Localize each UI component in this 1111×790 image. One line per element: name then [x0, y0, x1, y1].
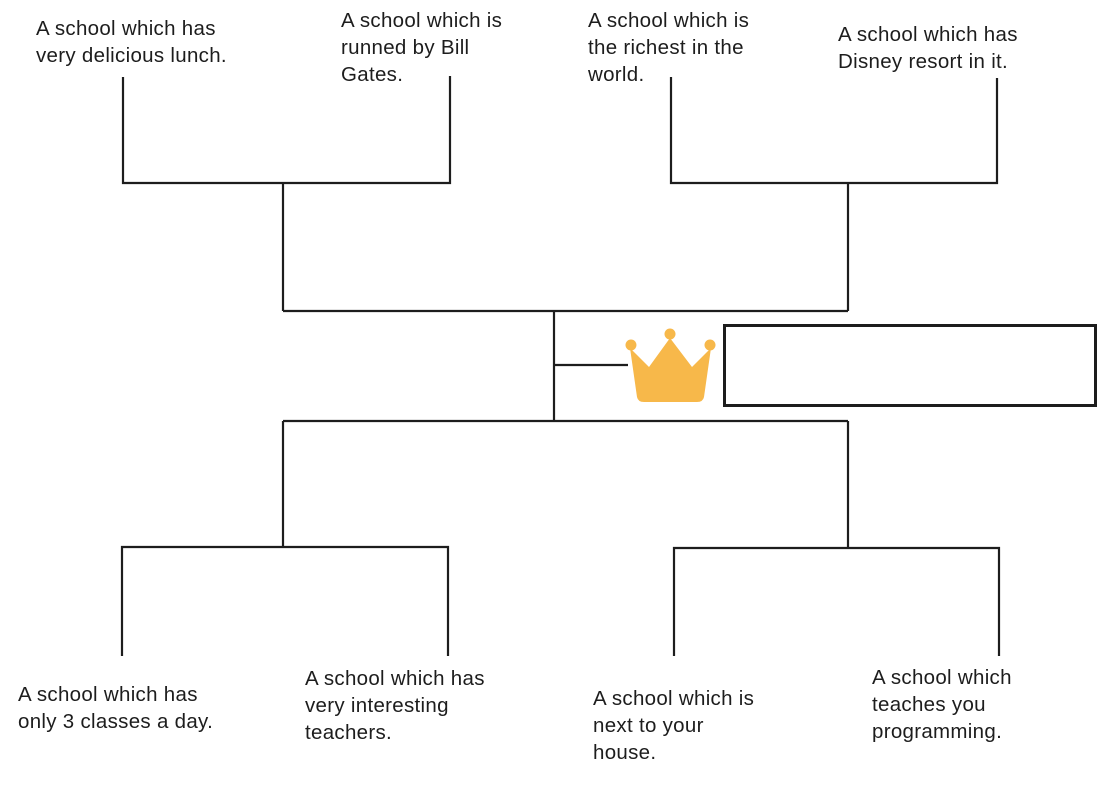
- school-label-bill-gates: A school which is runned by Bill Gates.: [341, 9, 503, 86]
- school-label-next-to-house: A school which is next to your house.: [593, 687, 755, 764]
- bracket-lines: [120, 76, 1001, 656]
- crown-icon: [625, 328, 716, 402]
- school-label-3-classes: A school which has only 3 classes a day.: [18, 683, 214, 733]
- quarterfinal-bottom-right-bracket: [672, 546, 1001, 656]
- quarterfinal-top-left-bracket: [121, 76, 452, 185]
- school-label-interesting-teachers: A school which has very interesting teac…: [305, 667, 485, 744]
- quarterfinal-top-right-bracket: [669, 77, 999, 185]
- school-label-delicious-lunch: A school which has very delicious lunch.: [36, 17, 227, 67]
- school-label-richest-world: A school which is the richest in the wor…: [588, 9, 750, 86]
- quarterfinal-bottom-left-bracket: [120, 545, 450, 656]
- winner-box[interactable]: [723, 324, 1097, 407]
- school-label-disney-resort: A school which has Disney resort in it.: [838, 23, 1018, 73]
- school-label-programming: A school which teaches you programming.: [872, 666, 1012, 743]
